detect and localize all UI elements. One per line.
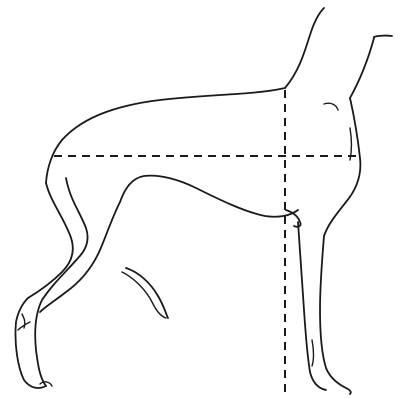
rear-foot-detail (18, 314, 30, 330)
dog-outline (15, 8, 392, 394)
back-line (46, 88, 285, 183)
rear-leg-front-line (35, 178, 87, 386)
neck-front-line (285, 8, 324, 88)
belly-line (120, 176, 298, 217)
front-leg-front-line (320, 236, 351, 394)
rear-thigh-line (28, 183, 73, 298)
shoulder-detail (324, 103, 352, 160)
pastern-detail (312, 340, 314, 366)
neck-back-line (350, 36, 392, 98)
chest-line (324, 98, 360, 236)
